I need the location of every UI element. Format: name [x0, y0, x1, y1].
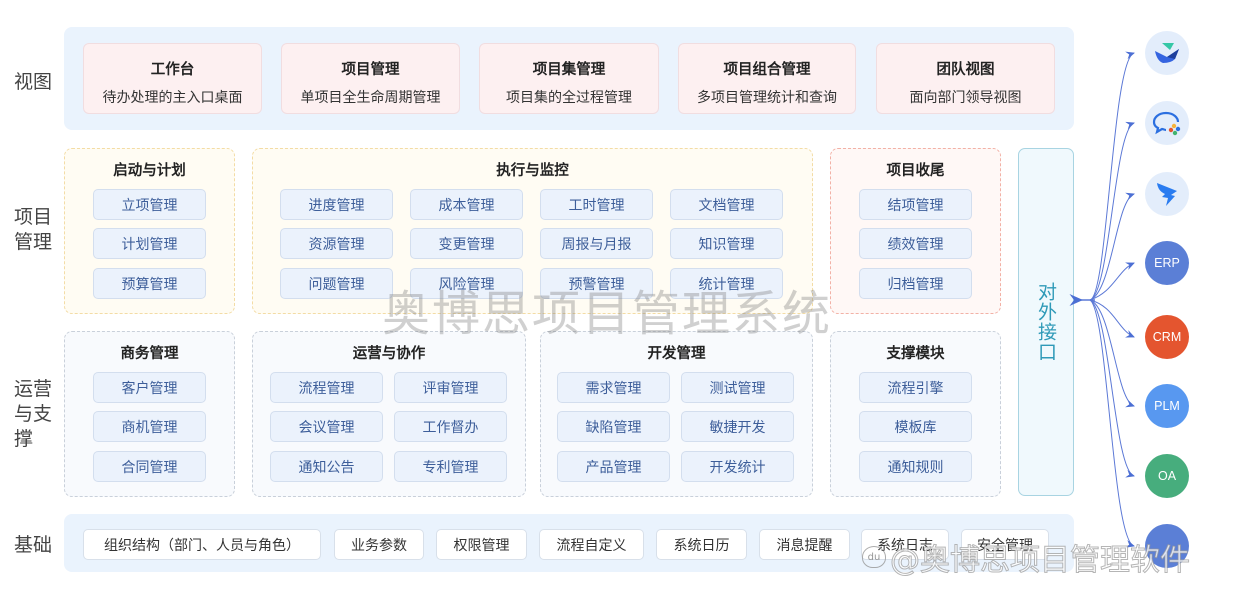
wecom-icon[interactable]	[1145, 101, 1189, 145]
view-card-title: 工作台	[150, 62, 195, 78]
group-title: 执行与监控	[496, 163, 569, 179]
view-card-desc: 待办处理的主入口桌面	[102, 90, 243, 106]
module-item[interactable]: 通知公告	[270, 451, 383, 482]
module-item[interactable]: 计划管理	[93, 228, 206, 259]
module-item[interactable]: 成本管理	[410, 189, 523, 220]
view-card-portfolio[interactable]: 项目组合管理 多项目管理统计和查询	[678, 43, 856, 114]
group-title: 开发管理	[647, 346, 706, 362]
module-item[interactable]: 模板库	[859, 411, 972, 442]
view-card-desc: 多项目管理统计和查询	[697, 90, 837, 106]
module-item[interactable]: 工作督办	[394, 411, 507, 442]
module-item[interactable]: 合同管理	[93, 451, 206, 482]
module-item[interactable]: 资源管理	[280, 228, 393, 259]
foundation-item[interactable]: 流程自定义	[539, 529, 644, 560]
foundation-item[interactable]: 系统日志	[861, 529, 949, 560]
group-title: 启动与计划	[113, 163, 186, 179]
module-item[interactable]: 变更管理	[410, 228, 523, 259]
module-item[interactable]: 专利管理	[394, 451, 507, 482]
row-label-ops-support: 运营与支撑	[14, 378, 53, 450]
group-title: 项目收尾	[886, 163, 945, 179]
group-title: 支撑模块	[886, 346, 945, 362]
module-item[interactable]: 敏捷开发	[681, 411, 794, 442]
view-card-title: 项目组合管理	[723, 62, 811, 78]
lark-icon[interactable]	[1145, 31, 1189, 75]
view-card-program[interactable]: 项目集管理 项目集的全过程管理	[479, 43, 659, 114]
view-card-title: 团队视图	[936, 62, 995, 78]
module-item[interactable]: 开发统计	[681, 451, 794, 482]
module-item[interactable]: 进度管理	[280, 189, 393, 220]
module-item[interactable]: 商机管理	[93, 411, 206, 442]
module-item[interactable]: 周报与月报	[540, 228, 653, 259]
view-card-desc: 项目集的全过程管理	[506, 90, 632, 106]
module-item[interactable]: 需求管理	[557, 372, 670, 403]
module-item[interactable]: 立项管理	[93, 189, 206, 220]
view-card-desc: 面向部门领导视图	[909, 90, 1022, 106]
view-card-project[interactable]: 项目管理 单项目全生命周期管理	[281, 43, 460, 114]
module-item[interactable]: 测试管理	[681, 372, 794, 403]
foundation-item[interactable]: 系统日历	[656, 529, 747, 560]
module-item[interactable]: 归档管理	[859, 268, 972, 299]
module-item[interactable]: 会议管理	[270, 411, 383, 442]
dingtalk-icon[interactable]	[1145, 172, 1189, 216]
module-item[interactable]: 流程引擎	[859, 372, 972, 403]
module-item[interactable]: 流程管理	[270, 372, 383, 403]
interface-label: 对外接口	[1035, 282, 1057, 362]
view-card-team[interactable]: 团队视图 面向部门领导视图	[876, 43, 1055, 114]
lark-logo-icon	[1155, 43, 1179, 63]
module-item[interactable]: 文档管理	[670, 189, 783, 220]
module-item[interactable]: 产品管理	[557, 451, 670, 482]
row-label-foundation: 基础	[14, 533, 53, 556]
row-label-project-mgmt: 项目管理	[14, 206, 53, 253]
foundation-item[interactable]: 消息提醒	[759, 529, 850, 560]
module-item[interactable]: 预警管理	[540, 268, 653, 299]
module-item[interactable]: 统计管理	[670, 268, 783, 299]
module-item[interactable]: 通知规则	[859, 451, 972, 482]
group-title: 商务管理	[120, 346, 179, 362]
module-item[interactable]: 知识管理	[670, 228, 783, 259]
oa-label: OA	[1157, 469, 1177, 483]
wecom-logo-icon	[1152, 111, 1181, 136]
plm-badge[interactable]: PLM	[1145, 384, 1189, 428]
group-title: 运营与协作	[352, 346, 426, 362]
module-item[interactable]: 绩效管理	[859, 228, 972, 259]
module-item[interactable]: 客户管理	[93, 372, 206, 403]
row-label-view: 视图	[14, 70, 53, 93]
view-card-workbench[interactable]: 工作台 待办处理的主入口桌面	[83, 43, 262, 114]
view-card-title: 项目管理	[341, 62, 400, 78]
erp-badge[interactable]: ERP	[1145, 241, 1189, 285]
module-item[interactable]: 评审管理	[394, 372, 507, 403]
foundation-item[interactable]: 安全管理	[961, 529, 1049, 560]
erp-label: ERP	[1154, 256, 1180, 270]
oa-badge[interactable]: OA	[1145, 454, 1189, 498]
module-item[interactable]: 缺陷管理	[557, 411, 670, 442]
view-card-desc: 单项目全生命周期管理	[300, 90, 441, 106]
crm-badge[interactable]: CRM	[1145, 315, 1189, 359]
plm-label: PLM	[1154, 399, 1180, 413]
module-item[interactable]: 问题管理	[280, 268, 393, 299]
crm-label: CRM	[1152, 330, 1182, 344]
external-interface-box[interactable]: 对外接口	[1018, 148, 1074, 496]
other-system-badge[interactable]	[1145, 524, 1189, 568]
foundation-item[interactable]: 组织结构（部门、人员与角色）	[83, 529, 321, 560]
module-item[interactable]: 预算管理	[93, 268, 206, 299]
view-card-title: 项目集管理	[532, 62, 606, 78]
foundation-item[interactable]: 权限管理	[436, 529, 527, 560]
dingtalk-logo-icon	[1157, 183, 1177, 206]
module-item[interactable]: 结项管理	[859, 189, 972, 220]
module-item[interactable]: 工时管理	[540, 189, 653, 220]
foundation-item[interactable]: 业务参数	[334, 529, 424, 560]
module-item[interactable]: 风险管理	[410, 268, 523, 299]
